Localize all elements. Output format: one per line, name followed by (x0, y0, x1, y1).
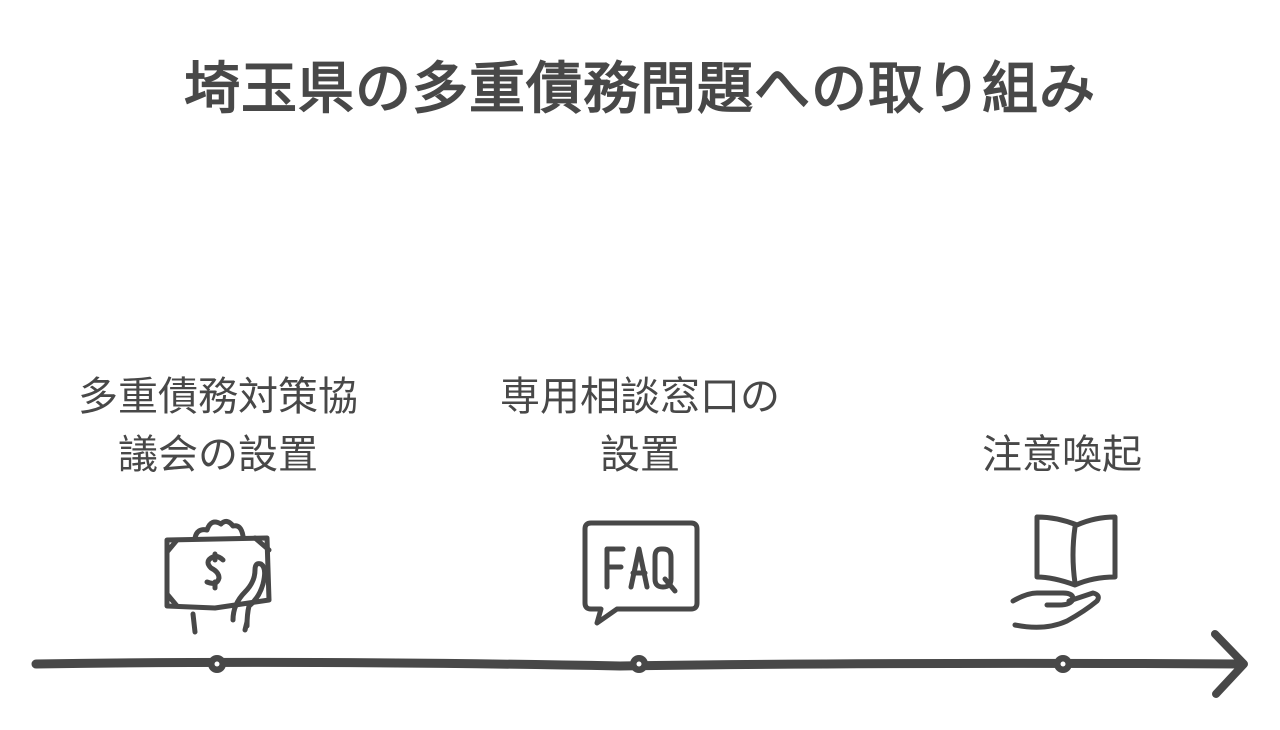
milestone-label-3-line1: 注意喚起 (982, 432, 1142, 478)
milestone-label-2: 専用相談窓口の 設置 (442, 368, 838, 484)
milestone-label-1: 多重債務対策協 議会の設置 (20, 368, 416, 484)
milestone-label-2-line2: 設置 (600, 432, 680, 478)
timeline-arrowhead-icon (1211, 630, 1248, 698)
milestone-label-3: 注意喚起 (864, 426, 1260, 484)
milestone-label-1-line2: 議会の設置 (118, 432, 318, 478)
faq-speech-bubble-icon (582, 520, 700, 626)
milestone-label-2-line1: 専用相談窓口の (500, 374, 780, 420)
book-in-hand-icon (1010, 514, 1118, 630)
diagram-title: 埼玉県の多重債務問題への取り組み (184, 57, 1096, 122)
money-in-hand-icon (164, 518, 272, 635)
milestone-label-1-line1: 多重債務対策協 (78, 374, 358, 420)
